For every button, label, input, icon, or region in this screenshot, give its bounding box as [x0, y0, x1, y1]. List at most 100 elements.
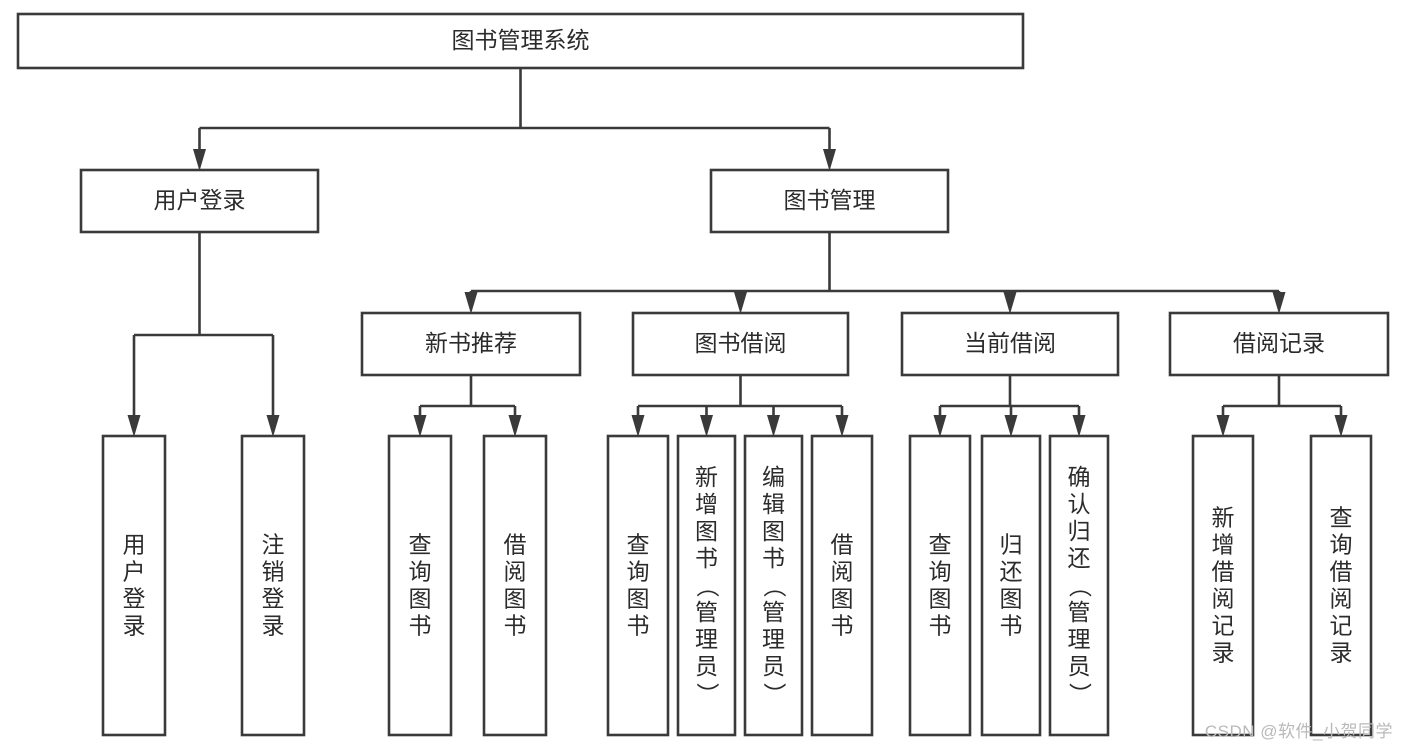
node-box: [743, 434, 804, 737]
node-label-char: 归: [1068, 518, 1091, 544]
node-label-char: 登: [123, 586, 146, 612]
arrow-head-icon: [266, 415, 280, 437]
node-label-char: 询: [409, 559, 432, 585]
node-box: [101, 434, 167, 737]
node-bookmgmt[interactable]: 图书管理: [709, 168, 950, 234]
node-label-char: 录: [1212, 640, 1235, 666]
node-box: [1191, 434, 1255, 737]
node-label-char: 还: [1068, 545, 1091, 571]
node-label-char: 查: [409, 532, 432, 558]
node-label-char: 理: [695, 626, 718, 652]
node-label: 图书管理: [784, 187, 876, 213]
node-label: 借阅记录: [1233, 330, 1325, 356]
node-label-char: 增: [695, 491, 718, 517]
node-label-char: 记: [1212, 613, 1235, 639]
node-box: [482, 434, 548, 737]
node-label-char: 图: [409, 586, 432, 612]
node-box: [908, 434, 972, 737]
node-label: 当前借阅: [964, 330, 1056, 356]
arrow-head-icon: [835, 415, 849, 437]
node-label-char: 询: [627, 559, 650, 585]
node-label-char: 书: [627, 613, 650, 639]
node-label-char: 管: [762, 599, 785, 625]
node-box: [676, 434, 737, 737]
node-label: 新书推荐: [425, 330, 517, 356]
node-label-char: 阅: [831, 559, 854, 585]
node-label-char: 理: [1068, 626, 1091, 652]
node-label-char: 管: [1068, 599, 1091, 625]
node-box: [387, 434, 453, 737]
arrow-head-icon: [1003, 292, 1017, 314]
node-login[interactable]: 用户登录: [79, 168, 320, 234]
node-box: [631, 311, 850, 377]
node-l1[interactable]: 用户登录: [101, 434, 167, 737]
node-label-char: 借: [504, 532, 527, 558]
arrow-head-icon: [734, 292, 747, 314]
node-label-char: 书: [831, 613, 854, 639]
node-label-char: 借: [1212, 559, 1235, 585]
node-label-char: 户: [123, 559, 146, 585]
node-label-char: 书: [504, 613, 527, 639]
node-label-char: 新: [695, 464, 718, 490]
node-label-char: 书: [1000, 613, 1023, 639]
node-label-char: 用: [123, 532, 146, 558]
arrow-head-icon: [1004, 415, 1018, 437]
node-label-char: 管: [695, 599, 718, 625]
edge-group-records: [1216, 375, 1348, 437]
edge-group-bookmgmt: [464, 232, 1286, 314]
node-root[interactable]: 图书管理系统: [16, 12, 1025, 70]
node-label-char: 书: [695, 545, 718, 571]
node-label-char: 图: [929, 586, 952, 612]
node-label-char: 阅: [504, 559, 527, 585]
node-label-char: 图: [1000, 586, 1023, 612]
node-newbook[interactable]: 新书推荐: [360, 311, 582, 377]
node-label-char: 认: [1068, 491, 1091, 517]
edge-group-current: [933, 375, 1086, 437]
node-records[interactable]: 借阅记录: [1168, 311, 1390, 377]
node-box: [1048, 434, 1110, 737]
node-box: [240, 434, 306, 737]
node-label-char: 新: [1212, 505, 1235, 531]
node-label-char: 书: [762, 545, 785, 571]
node-label-char: 辑: [762, 491, 785, 517]
node-label-char: 图: [695, 518, 718, 544]
arrow-head-icon: [1216, 415, 1230, 437]
node-label-char: ）: [695, 683, 721, 706]
arrow-head-icon: [464, 292, 478, 314]
node-label-char: 理: [762, 626, 785, 652]
arrow-head-icon: [767, 415, 780, 437]
node-label-char: 查: [627, 532, 650, 558]
node-label-char: 查: [929, 532, 952, 558]
node-current[interactable]: 当前借阅: [900, 311, 1120, 377]
arrow-head-icon: [193, 149, 206, 171]
node-box: [79, 168, 320, 234]
arrow-head-icon: [1334, 415, 1348, 437]
node-label-char: 询: [1330, 532, 1353, 558]
edges-layer: [127, 68, 1348, 437]
node-label-char: 录: [262, 613, 285, 639]
node-label-char: 图: [627, 586, 650, 612]
arrow-head-icon: [508, 415, 522, 437]
node-label-char: （: [762, 575, 788, 598]
node-label-char: 借: [1330, 559, 1353, 585]
node-borrow[interactable]: 图书借阅: [631, 311, 850, 377]
node-label-char: 记: [1330, 613, 1353, 639]
node-label-char: ）: [1067, 683, 1093, 706]
edge-group-borrow: [631, 375, 849, 437]
node-label-char: 销: [262, 559, 285, 585]
node-box: [1309, 434, 1373, 737]
node-box: [709, 168, 950, 234]
node-box: [360, 311, 582, 377]
